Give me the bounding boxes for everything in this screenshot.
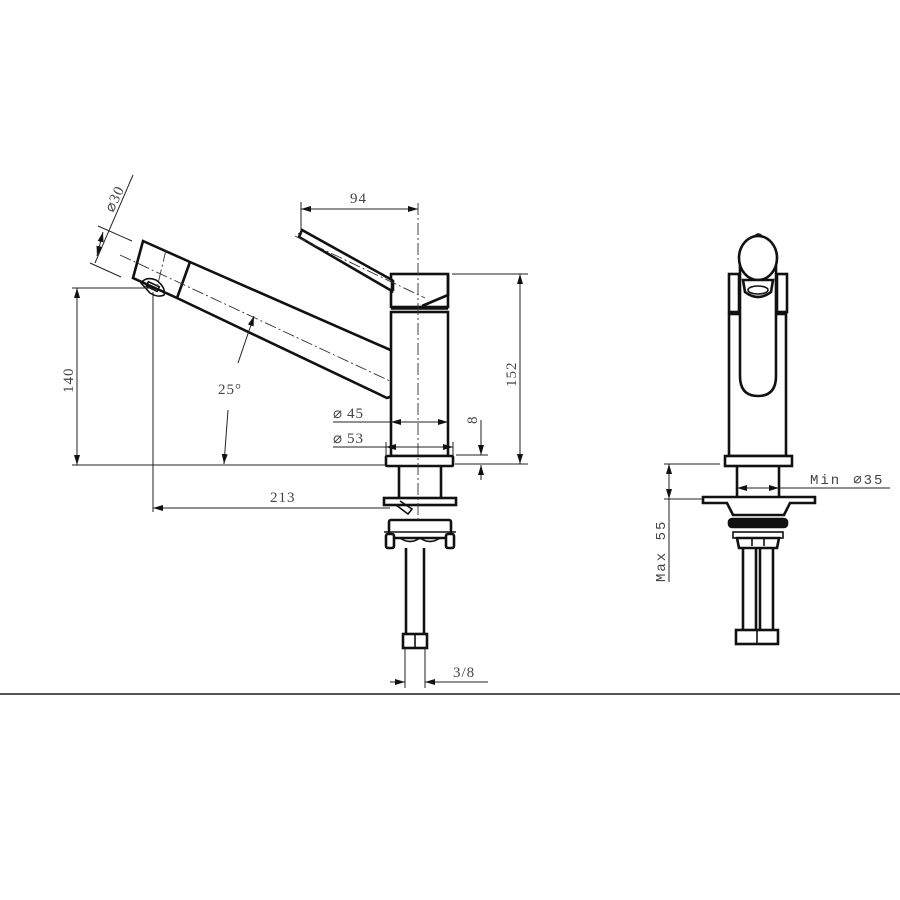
dim-lever-reach: 94 bbox=[300, 191, 418, 234]
dim-base-diameter: ⌀53 bbox=[333, 431, 454, 456]
svg-text:⌀53: ⌀53 bbox=[333, 431, 364, 447]
svg-text:Min⌀35: Min ⌀35 bbox=[810, 473, 884, 489]
lever-handle bbox=[294, 228, 426, 299]
dim-body-diameter: ⌀45 bbox=[333, 406, 448, 425]
min-label: Min bbox=[810, 473, 841, 489]
min-hole-value: 35 bbox=[864, 473, 885, 489]
svg-text:⌀45: ⌀45 bbox=[333, 406, 364, 422]
total-height-value: 152 bbox=[504, 362, 520, 388]
base-thickness-value: 8 bbox=[465, 416, 481, 425]
dim-spout-height: 140 bbox=[61, 287, 386, 466]
hose-connection-value: 3/8 bbox=[453, 665, 475, 681]
max-deck-value: Max 55 bbox=[654, 520, 670, 582]
spout-diameter-value: 30 bbox=[107, 183, 129, 205]
base-diameter-value: 53 bbox=[347, 431, 364, 447]
front-view: Min ⌀35 Max 55 bbox=[654, 233, 890, 646]
dim-total-height: 152 bbox=[452, 273, 528, 465]
dim-max-deck: Max 55 bbox=[654, 463, 720, 582]
spout bbox=[119, 239, 421, 400]
dim-spout-reach: 213 bbox=[152, 292, 390, 512]
dim-base-thickness: 8 bbox=[456, 416, 488, 480]
spout-angle-value: 25° bbox=[218, 382, 242, 398]
faucet-body bbox=[382, 203, 458, 650]
dim-hose-connection: 3/8 bbox=[390, 648, 488, 688]
lever-reach-value: 94 bbox=[350, 191, 367, 207]
diameter-symbol: ⌀ bbox=[853, 473, 863, 489]
spout-height-value: 140 bbox=[61, 368, 77, 394]
diameter-symbol: ⌀ bbox=[333, 406, 343, 422]
spout-reach-value: 213 bbox=[270, 490, 296, 506]
side-view: ⌀30 94 152 140 25° bbox=[61, 174, 528, 688]
svg-text:⌀30: ⌀30 bbox=[102, 183, 128, 214]
dim-min-hole: Min ⌀35 bbox=[737, 473, 890, 491]
body-diameter-value: 45 bbox=[347, 406, 364, 422]
dim-spout-angle: 25° bbox=[218, 315, 255, 465]
front-faucet-body bbox=[701, 233, 817, 646]
dim-spout-diameter: ⌀30 bbox=[89, 174, 134, 278]
diameter-symbol: ⌀ bbox=[333, 431, 343, 447]
